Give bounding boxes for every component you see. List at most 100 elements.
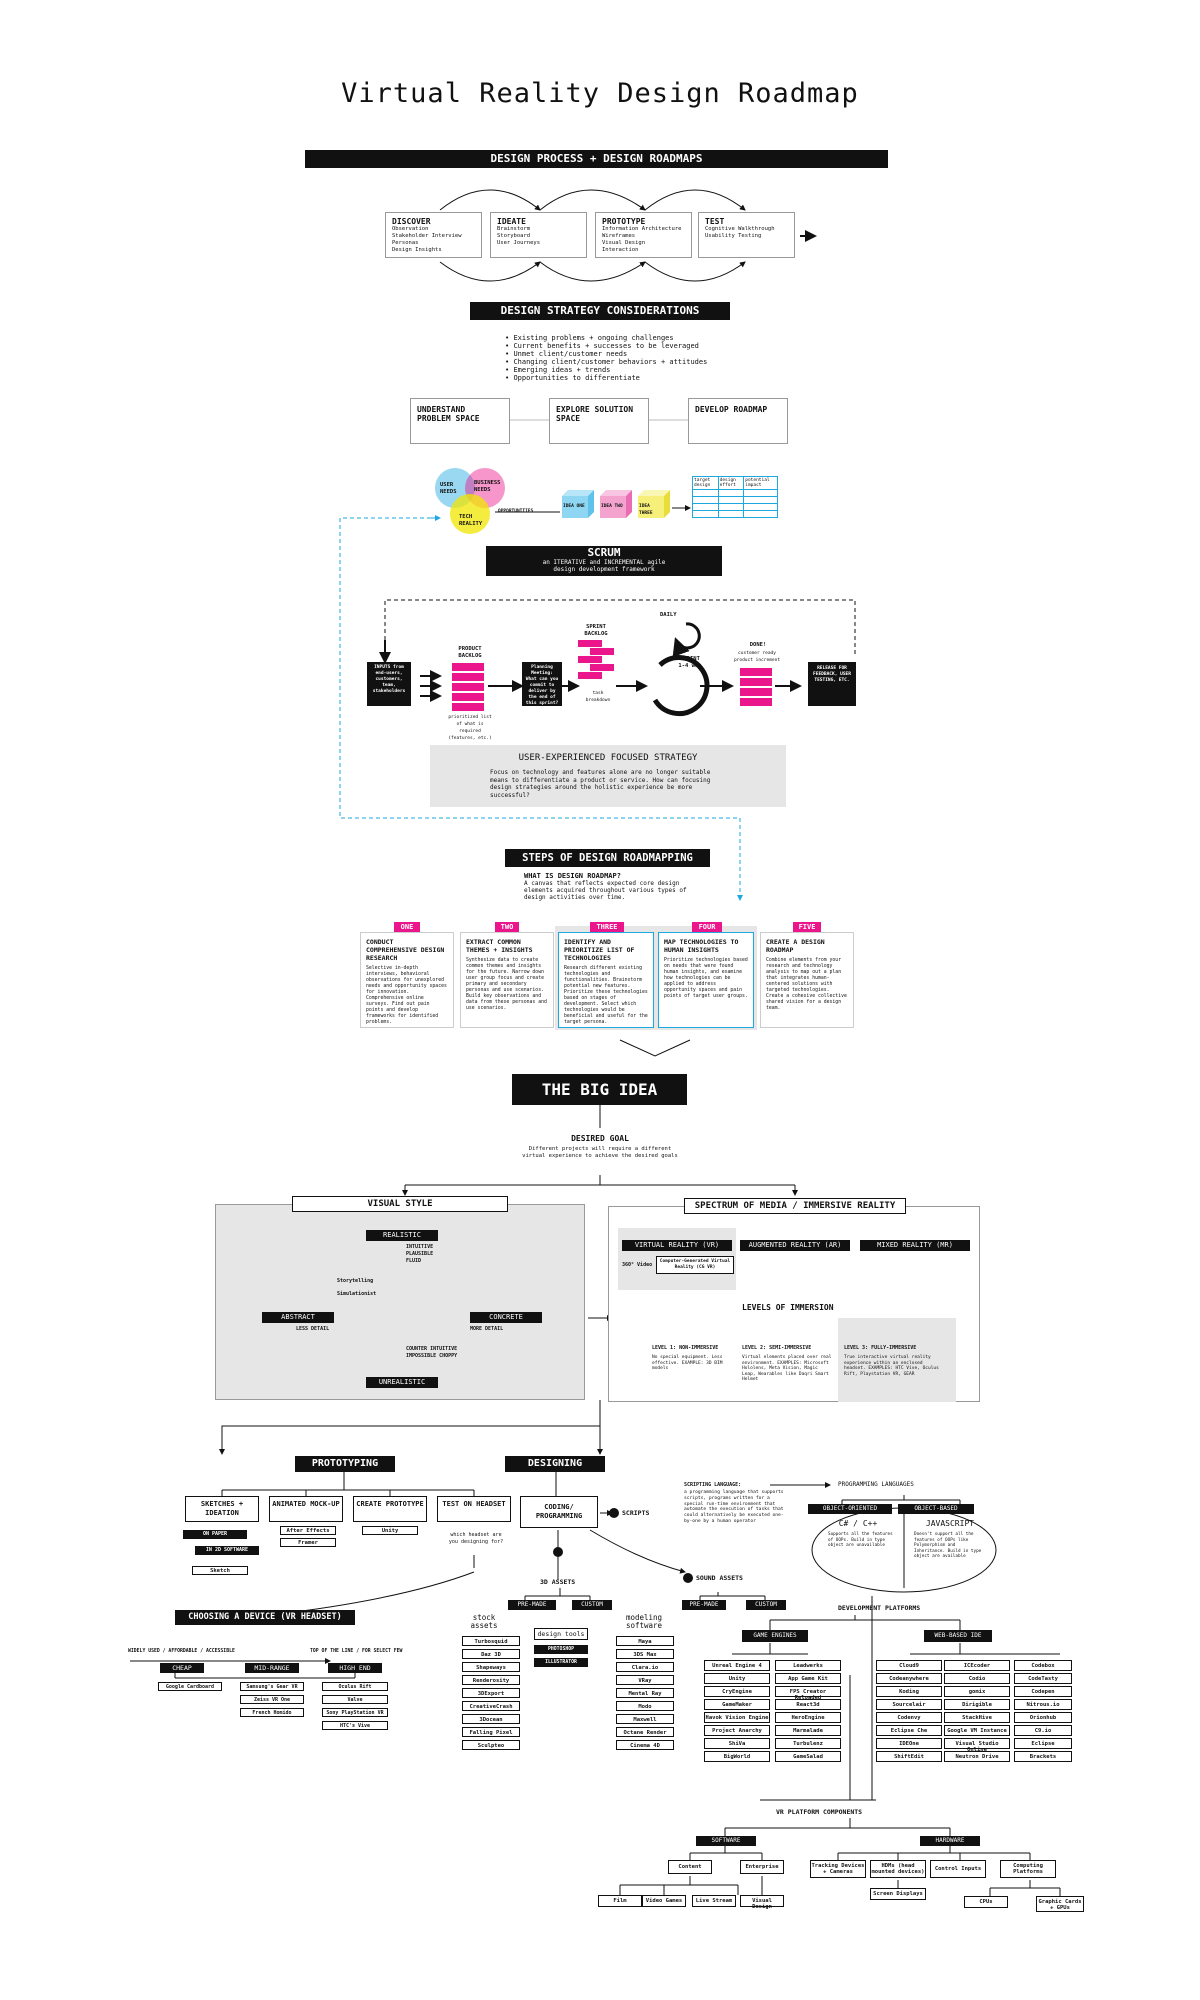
- list-item: Falling Pixel: [462, 1727, 520, 1737]
- proto-sketches: SKETCHES + IDEATION: [185, 1496, 259, 1522]
- hw-item: HDMs (head mounted devices): [870, 1860, 926, 1878]
- unrealistic-label: UNREALISTIC: [366, 1377, 438, 1388]
- step-card-body: Synthesize data to create common themes …: [466, 958, 547, 1011]
- list-item: ICEcoder: [944, 1660, 1010, 1671]
- proto-create: CREATE PROTOTYPE: [353, 1496, 427, 1522]
- spectrum-title: SPECTRUM OF MEDIA / IMMERSIVE REALITY: [684, 1198, 906, 1214]
- process-header: DESIGN PROCESS + DESIGN ROADMAPS: [305, 150, 888, 168]
- list-item: Maxwell: [616, 1714, 674, 1724]
- process-step-discover: DISCOVER Observation Stakeholder Intervi…: [385, 212, 482, 258]
- scripting-label: SCRIPTING LANGUAGE:: [684, 1482, 742, 1488]
- step-card-one: CONDUCT COMPREHENSIVE DESIGN RESEARCH Se…: [360, 932, 454, 1028]
- level-3: LEVEL 3: FULLY-IMMERSIVE True interactiv…: [844, 1345, 944, 1377]
- game-engines-right: Leadwerks App Game Kit FPS Creator Reloa…: [775, 1660, 841, 1764]
- phase-develop: DEVELOP ROADMAP: [688, 398, 788, 444]
- scrum-title: SCRUM: [587, 546, 621, 559]
- sprint-label: SPRINT 1-4 wks: [678, 656, 702, 669]
- step-card-body: Combine elements from your research and …: [766, 958, 847, 1011]
- step-card-body: Prioritize technologies based on needs t…: [664, 958, 748, 999]
- more-detail-label: MORE DETAIL: [470, 1326, 504, 1332]
- step-item: Observation: [392, 226, 429, 232]
- js-label: JAVASCRIPT: [925, 1519, 975, 1528]
- roadmapping-header: STEPS OF DESIGN ROADMAPPING: [505, 849, 710, 867]
- device-item: Valve: [322, 1695, 388, 1704]
- step-item: Storyboard: [497, 233, 531, 239]
- proto-test: TEST ON HEADSET: [437, 1496, 511, 1522]
- scrum-inputs: INPUTS from end-users, customers, team, …: [367, 662, 411, 706]
- step-item: User Journeys: [497, 240, 541, 246]
- list-item: Havok Vision Engine: [704, 1712, 770, 1723]
- range-right: TOP OF THE LINE / FOR SELECT FEW: [310, 1649, 403, 1654]
- step-card-two: EXTRACT COMMON THEMES + INSIGHTS Synthes…: [460, 932, 554, 1028]
- idea-one-label: IDEA ONE: [563, 504, 585, 509]
- custom-3d: CUSTOM: [572, 1600, 612, 1610]
- list-item: HeroEngine: [775, 1712, 841, 1723]
- vrpc-title: VR PLATFORM COMPONENTS: [776, 1808, 863, 1816]
- step-item: Wireframes: [602, 233, 636, 239]
- csharp-body: Supports all the features of OOPs. Build…: [828, 1532, 893, 1548]
- list-item: Sculpteo: [462, 1740, 520, 1750]
- venn-diagram: [435, 468, 505, 534]
- list-item: React3d: [775, 1699, 841, 1710]
- game-engines: GAME ENGINES: [742, 1630, 808, 1642]
- design-tools: design tools: [534, 1628, 588, 1640]
- device-item: French Homido: [240, 1708, 304, 1717]
- screen-displays: Screen Displays: [870, 1888, 926, 1900]
- ux-strategy-box: USER-EXPERIENCED FOCUSED STRATEGY Focus …: [430, 745, 786, 807]
- level-body: Virtual elements placed over real enviro…: [742, 1355, 832, 1382]
- daily-label: DAILY: [660, 612, 677, 618]
- levels-title: LEVELS OF IMMERSION: [742, 1303, 834, 1312]
- step-title: DISCOVER: [392, 217, 431, 226]
- step-card-three: IDENTIFY AND PRIORITIZE LIST OF TECHNOLO…: [558, 932, 654, 1028]
- what-is-roadmap: WHAT IS DESIGN ROADMAP?: [524, 872, 621, 880]
- level-name: LEVEL 1: NON-IMMERSIVE: [652, 1345, 719, 1351]
- sound-assets-label: SOUND ASSETS: [696, 1574, 743, 1582]
- what-is-roadmap-body: A canvas that reflects expected core des…: [524, 880, 687, 901]
- list-item: C9.io: [1014, 1725, 1072, 1736]
- list-item: CreativeCrash: [462, 1701, 520, 1711]
- step-item: Stakeholder Interview: [392, 233, 462, 239]
- venn-business-needs: BUSINESS NEEDS: [474, 480, 501, 493]
- visual-style-title: VISUAL STYLE: [292, 1196, 508, 1212]
- done-note: customer ready product increment: [733, 651, 781, 663]
- on-paper: ON PAPER: [183, 1530, 247, 1539]
- page-title: Virtual Reality Design Roadmap: [341, 78, 859, 109]
- list-item: ShiVa: [704, 1738, 770, 1749]
- device-item: Sony PlayStation VR: [322, 1708, 388, 1717]
- ide-col-c: Codebox CodeTasty Codepen Nitrous.io Ori…: [1014, 1660, 1072, 1764]
- list-item: Nitrous.io: [1014, 1699, 1072, 1710]
- list-item: Eclipse: [1014, 1738, 1072, 1749]
- list-item: Leadwerks: [775, 1660, 841, 1671]
- step-title: TEST: [705, 217, 725, 226]
- process-arcs: [439, 189, 817, 282]
- game-engines-left: Unreal Engine 4 Unity CryEngine GameMake…: [704, 1660, 770, 1764]
- stock-assets: stock assets: [470, 1613, 498, 1630]
- done-stack: [740, 668, 772, 706]
- step-card-title: IDENTIFY AND PRIORITIZE LIST OF TECHNOLO…: [564, 938, 635, 962]
- designing-title: DESIGNING: [505, 1456, 605, 1472]
- level-name: LEVEL 2: SEMI-IMMERSIVE: [742, 1345, 812, 1351]
- desired-goal-body: Different projects will require a differ…: [522, 1146, 678, 1159]
- list-item: FPS Creator Reloaded: [775, 1686, 841, 1701]
- process-step-ideate: IDEATE Brainstorm Storyboard User Journe…: [490, 212, 587, 258]
- unrealistic-notes: COUNTER INTUITIVE IMPOSSIBLE CHOPPY: [406, 1346, 458, 1359]
- ide-col-a: Cloud9 Codeanywhere Koding Sourcelair Co…: [876, 1660, 942, 1764]
- device-item: Zeiss VR One: [240, 1695, 304, 1704]
- list-item: gomix: [944, 1686, 1010, 1697]
- idea-cubes: [562, 490, 670, 518]
- hardware-label: HARDWARE: [920, 1836, 980, 1846]
- table-header: potential impact: [743, 476, 778, 490]
- sprint-backlog-label: SPRINT BACKLOG: [584, 624, 608, 637]
- task-breakdown-label: task breakdown: [585, 691, 611, 703]
- in-2d-software: IN 2D SOFTWARE: [195, 1546, 259, 1555]
- venn-user-needs: USER NEEDS: [440, 482, 457, 495]
- strategy-header: DESIGN STRATEGY CONSIDERATIONS: [470, 302, 730, 320]
- step-item: Usability Testing: [705, 233, 762, 239]
- done-label: DONE!: [749, 642, 767, 648]
- backlog-note: prioritized list of what is required (fe…: [448, 715, 492, 741]
- step-card-body: Selective in-depth interviews, behaviora…: [366, 966, 447, 1025]
- sprint-loop: [652, 655, 710, 717]
- list-item: Neutron Drive: [944, 1751, 1010, 1762]
- scrum-header: SCRUM an ITERATIVE and INCREMENTAL agile…: [486, 546, 722, 576]
